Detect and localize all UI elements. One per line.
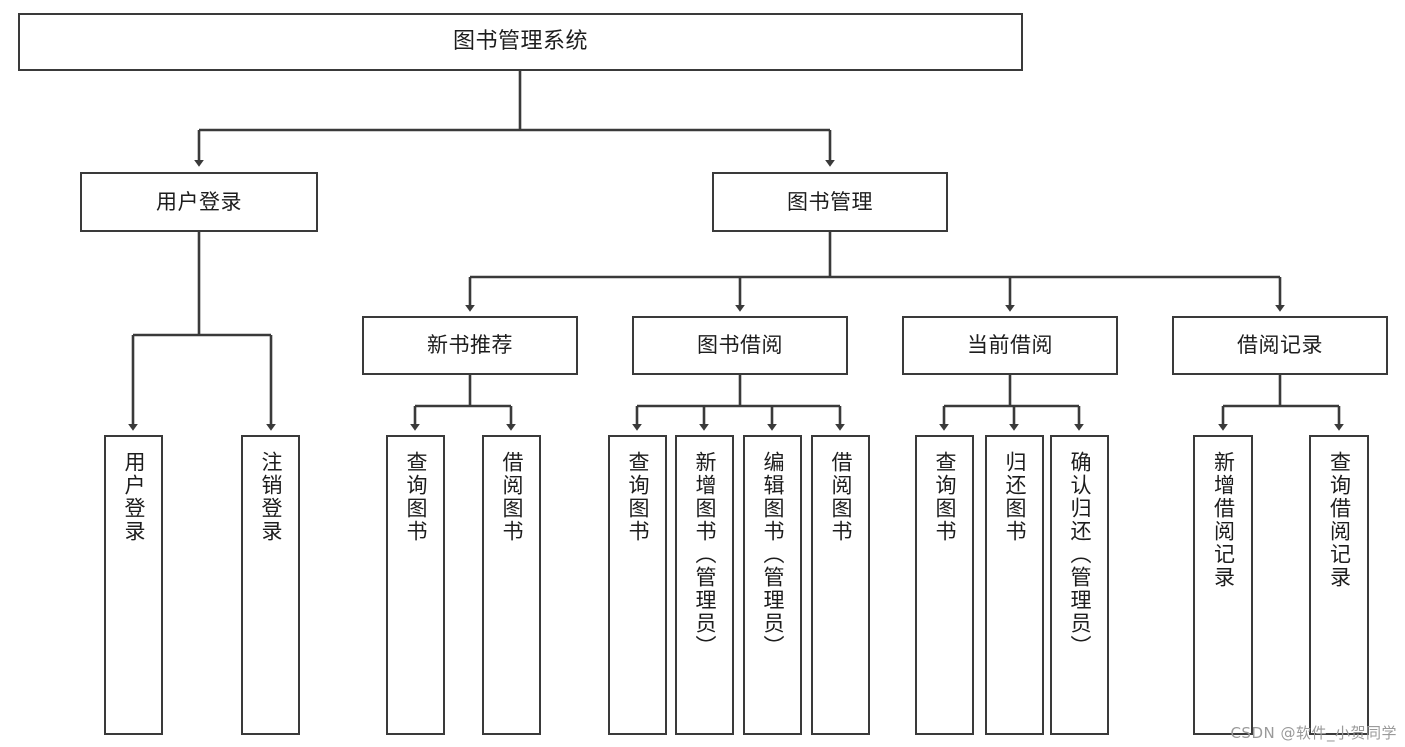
node-label: 编辑图书（管理员） [761, 451, 786, 658]
node-borrow-record[interactable]: 借阅记录 [1172, 316, 1388, 375]
node-label: 图书借阅 [697, 333, 783, 358]
node-label: 查询图书 [933, 451, 958, 543]
node-label: 新增借阅记录 [1211, 451, 1236, 589]
node-label: 新书推荐 [427, 333, 513, 358]
node-book-borrow[interactable]: 图书借阅 [632, 316, 848, 375]
node-label: 新增图书（管理员） [693, 451, 718, 658]
leaf-edit-book-admin[interactable]: 编辑图书（管理员） [743, 435, 802, 735]
node-user-login[interactable]: 用户登录 [80, 172, 318, 232]
node-root-system[interactable]: 图书管理系统 [18, 13, 1023, 71]
node-label: 归还图书 [1003, 451, 1028, 543]
leaf-return-book[interactable]: 归还图书 [985, 435, 1044, 735]
node-new-book-recommend[interactable]: 新书推荐 [362, 316, 578, 375]
node-book-management[interactable]: 图书管理 [712, 172, 948, 232]
node-label: 确认归还（管理员） [1068, 451, 1093, 658]
leaf-add-borrow-record[interactable]: 新增借阅记录 [1193, 435, 1253, 735]
node-label: 图书管理 [787, 189, 873, 214]
leaf-query-book-borrow[interactable]: 查询图书 [608, 435, 667, 735]
node-label: 用户登录 [156, 189, 242, 214]
leaf-query-borrow-record[interactable]: 查询借阅记录 [1309, 435, 1369, 735]
node-label: 借阅图书 [500, 451, 525, 543]
node-label: 注销登录 [259, 451, 284, 543]
node-label: 当前借阅 [967, 333, 1053, 358]
leaf-user-login[interactable]: 用户登录 [104, 435, 163, 735]
node-label: 查询图书 [626, 451, 651, 543]
node-label: 借阅图书 [829, 451, 854, 543]
node-label: 图书管理系统 [452, 29, 588, 55]
leaf-query-book-recommend[interactable]: 查询图书 [386, 435, 445, 735]
watermark-text: CSDN @软件_小贺同学 [1230, 724, 1397, 742]
leaf-query-book-current[interactable]: 查询图书 [915, 435, 974, 735]
node-label: 查询图书 [404, 451, 429, 543]
leaf-borrow-book-recommend[interactable]: 借阅图书 [482, 435, 541, 735]
node-current-borrow[interactable]: 当前借阅 [902, 316, 1118, 375]
node-label: 借阅记录 [1237, 333, 1323, 358]
node-label: 用户登录 [122, 451, 147, 543]
leaf-add-book-admin[interactable]: 新增图书（管理员） [675, 435, 734, 735]
leaf-borrow-book[interactable]: 借阅图书 [811, 435, 870, 735]
node-label: 查询借阅记录 [1327, 451, 1352, 589]
leaf-user-logout[interactable]: 注销登录 [241, 435, 300, 735]
leaf-confirm-return-admin[interactable]: 确认归还（管理员） [1050, 435, 1109, 735]
